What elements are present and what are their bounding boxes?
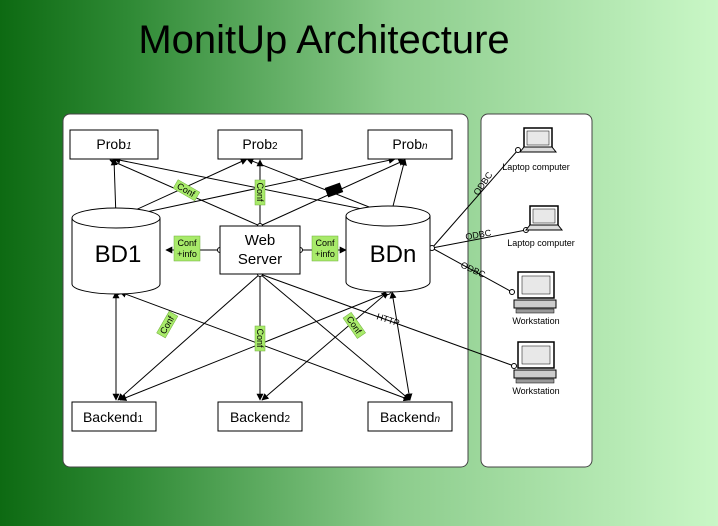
svg-text:Conf: Conf — [255, 328, 265, 348]
workstation-icon-2 — [513, 341, 557, 384]
svg-text:Web: Web — [245, 232, 276, 249]
svg-text:Prob1: Prob1 — [96, 136, 131, 152]
svg-text:+info: +info — [315, 249, 335, 259]
conf-tag-bottom-center: Conf — [254, 325, 266, 352]
svg-text:Backend2: Backend2 — [230, 409, 290, 425]
database-bd1: BD1 — [71, 207, 161, 295]
svg-text:+info: +info — [177, 249, 197, 259]
firewall-block — [324, 182, 344, 198]
svg-text:Prob2: Prob2 — [242, 136, 278, 152]
svg-text:Probn: Probn — [392, 136, 428, 152]
backend-node-1: Backend1 — [71, 401, 157, 432]
workstation-icon-1 — [513, 271, 557, 314]
svg-text:Conf: Conf — [255, 182, 265, 202]
svg-text:Backend1: Backend1 — [83, 409, 143, 425]
svg-text:BDn: BDn — [370, 241, 417, 268]
backend-node-n: Backendn — [367, 401, 453, 432]
client-label-1: Laptop computer — [502, 162, 570, 172]
client-label-3: Workstation — [512, 316, 559, 326]
svg-text:Conf: Conf — [315, 238, 335, 248]
laptop-icon-2 — [524, 205, 564, 231]
conf-info-tag-left: Conf +info — [173, 235, 201, 262]
database-bdn: BDn — [345, 205, 431, 293]
svg-text:BD1: BD1 — [95, 241, 142, 268]
svg-text:Server: Server — [238, 251, 282, 268]
page-title: MonitUp Architecture — [138, 18, 510, 62]
web-server-node: Web Server — [219, 225, 301, 275]
svg-text:Backendn: Backendn — [380, 409, 440, 425]
backend-node-2: Backend2 — [217, 401, 303, 432]
odbc-label-2: ODBC — [465, 228, 493, 242]
conf-tag-top-center: Conf — [254, 179, 266, 206]
conf-info-tag-right: Conf +info — [311, 235, 339, 262]
probe-node-1: Prob1 — [69, 129, 159, 160]
client-label-2: Laptop computer — [507, 238, 575, 248]
client-label-4: Workstation — [512, 386, 559, 396]
probe-node-n: Probn — [367, 129, 453, 160]
svg-text:Conf: Conf — [177, 238, 197, 248]
probe-node-2: Prob2 — [217, 129, 303, 160]
laptop-icon-1 — [518, 127, 558, 153]
